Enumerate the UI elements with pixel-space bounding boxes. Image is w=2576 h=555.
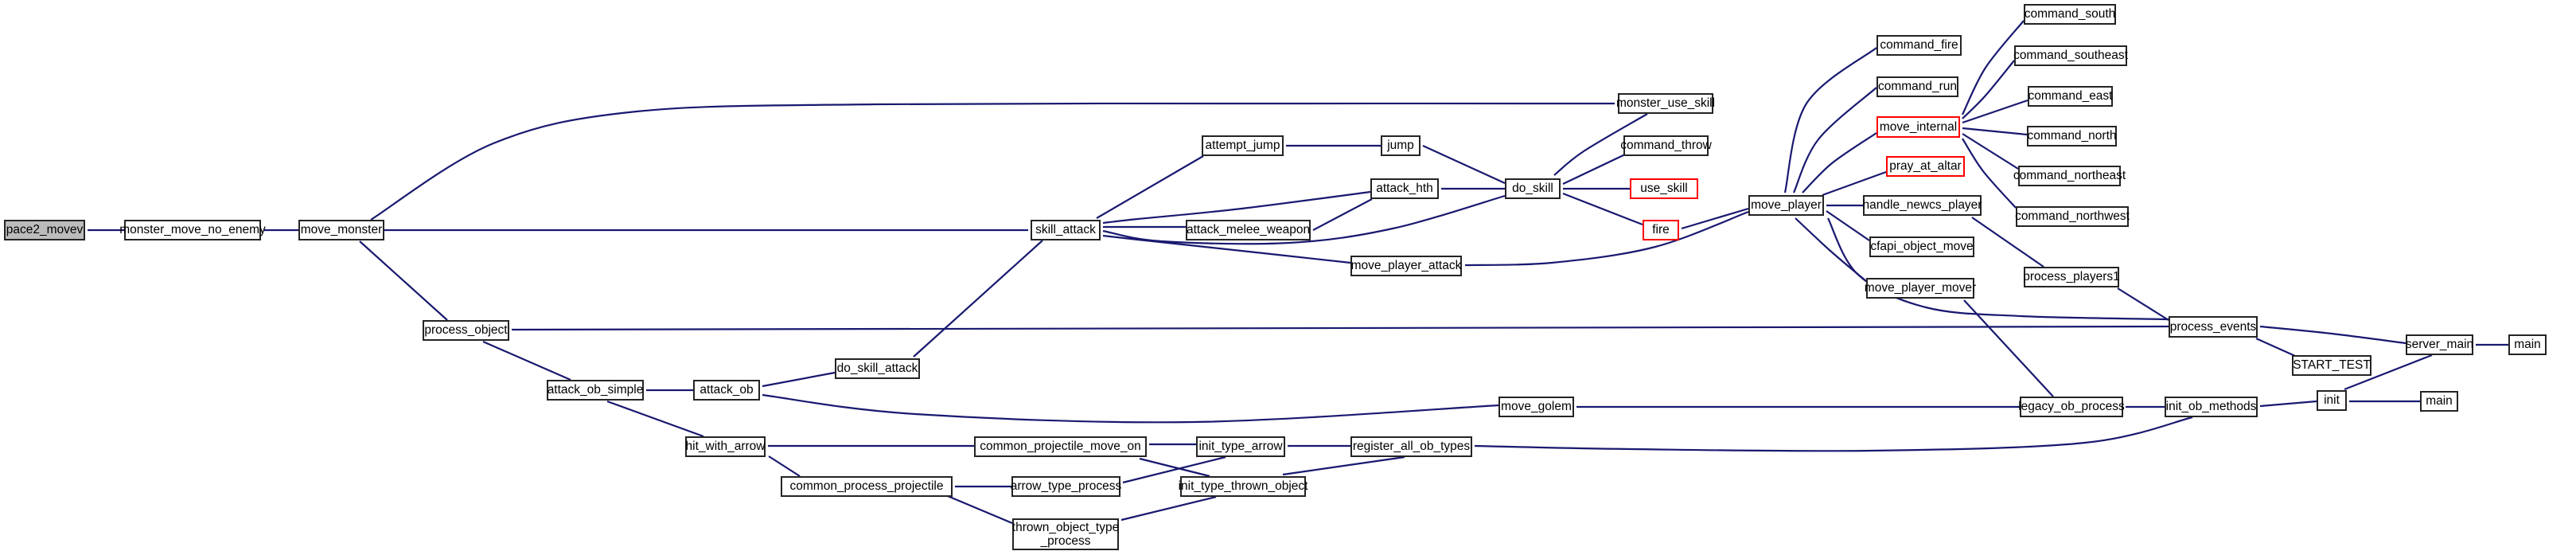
node-move_internal[interactable]: move_internal [1876,116,1960,138]
edge-move_internal-move_player [1802,132,1877,193]
node-START_TEST[interactable]: START_TEST [2292,355,2371,376]
edge-START_TEST-process_events [2255,337,2296,358]
edge-command_fire-move_player [1783,47,1877,193]
edge-init_type_arrow-arrow_type_process [1122,455,1226,484]
edge-process_events-process_object [511,325,2169,331]
node-init_type_thrown_object[interactable]: init_type_thrown_object [1179,476,1307,497]
edge-init_type_thrown_object-thrown_object_type_process [1120,495,1217,522]
edge-attempt_jump-skill_attack [1096,155,1204,219]
node-attack_hth[interactable]: attack_hth [1370,178,1439,199]
node-process_events[interactable]: process_events [2169,316,2258,338]
edge-process_events-move_player [1827,217,2169,321]
node-move_player_mover[interactable]: move_player_mover [1865,278,1976,299]
node-do_skill[interactable]: do_skill [1505,178,1561,199]
node-attack_melee_weapon[interactable]: attack_melee_weapon [1186,220,1311,240]
node-main2[interactable]: main [2420,391,2458,412]
node-monster_use_skill[interactable]: monster_use_skill [1616,93,1715,114]
node-hit_with_arrow[interactable]: hit_with_arrow [685,436,766,457]
node-handle_newcs_player[interactable]: handle_newcs_player [1863,195,1982,216]
node-move_monster[interactable]: move_monster [298,220,384,240]
node-fire[interactable]: fire [1643,220,1679,240]
edge-process_players1-handle_newcs_player [1971,217,2044,268]
node-command_east[interactable]: command_east [2028,86,2113,107]
edge-process_object-move_monster [359,240,448,321]
edge-move_golem-attack_ob [762,393,1499,424]
node-command_throw[interactable]: command_throw [1620,135,1712,156]
edge-legacy_ob_process-move_player_mover [1963,299,2054,397]
node-arrow_type_process[interactable]: arrow_type_process [1011,476,1121,497]
node-command_northwest[interactable]: command_northwest [2015,206,2130,227]
node-pace2_movev: pace2_movev [4,220,85,240]
node-attack_ob[interactable]: attack_ob [693,380,760,401]
edge-server_main-process_events [2259,325,2406,345]
edge-skill_attack-do_skill_attack [913,240,1043,358]
node-jump[interactable]: jump [1381,135,1421,156]
edge-hit_with_arrow-attack_ob_simple [606,400,704,438]
edge-init_ob_methods-register_all_ob_types [1474,416,2193,452]
node-command_south[interactable]: command_south [2024,4,2116,25]
edge-fire-do_skill [1562,192,1643,226]
edge-common_process_projectile-hit_with_arrow [768,455,801,477]
node-skill_attack[interactable]: skill_attack [1031,220,1101,240]
edge-do_skill_attack-attack_ob [762,371,836,388]
edge-command_northwest-move_internal [1962,138,2017,209]
edge-monster_use_skill-do_skill [1553,113,1648,176]
edge-pray_at_altar-move_player [1822,170,1887,197]
edge-command_throw-do_skill [1562,154,1626,185]
edge-do_skill-jump [1422,144,1506,185]
edge-register_all_ob_types-init_type_thrown_object [1282,455,1405,476]
edge-move_player_attack-skill_attack [1102,234,1351,264]
edge-command_east-move_internal [1962,99,2028,124]
node-pray_at_altar[interactable]: pray_at_altar [1886,156,1965,177]
edge-command_northeast-move_internal [1962,133,2019,170]
node-init_type_arrow[interactable]: init_type_arrow [1196,436,1285,457]
edge-process_events-process_players1 [2117,287,2169,321]
edge-command_southeast-move_internal [1962,60,2015,119]
node-process_object[interactable]: process_object [423,320,509,341]
edge-attack_hth-skill_attack [1102,190,1371,225]
node-server_main[interactable]: server_main [2406,334,2473,355]
edge-move_player-move_player_attack [1464,210,1749,267]
node-register_all_ob_types[interactable]: register_all_ob_types [1350,436,1472,457]
node-thrown_object_type_process[interactable]: thrown_object_type _process [1012,518,1119,550]
edge-init-init_ob_methods [2259,400,2317,408]
node-common_process_projectile[interactable]: common_process_projectile [781,476,953,497]
node-monster_move_no_enemy[interactable]: monster_move_no_enemy [119,220,266,240]
node-command_southeast[interactable]: command_southeast [2013,45,2128,66]
edge-attack_hth-attack_melee_weapon [1312,198,1373,231]
node-common_projectile_move_on[interactable]: common_projectile_move_on [974,436,1147,457]
edge-move_monster-monster_use_skill [370,102,1615,221]
node-command_fire[interactable]: command_fire [1876,35,1962,56]
edge-thrown_object_type_process-common_process_projectile [947,494,1013,525]
node-main[interactable]: main [2508,334,2547,355]
node-move_player_attack[interactable]: move_player_attack [1350,256,1462,276]
edge-cfapi_object_move-move_player [1826,210,1870,241]
node-attempt_jump[interactable]: attempt_jump [1202,135,1284,156]
node-command_northeast[interactable]: command_northeast [2013,166,2126,186]
edge-move_player-fire [1681,207,1749,230]
node-move_golem[interactable]: move_golem [1498,397,1574,417]
edge-command_south-move_internal [1962,20,2025,115]
node-init_ob_methods[interactable]: init_ob_methods [2165,397,2258,417]
edge-command_run-move_player [1792,87,1877,193]
node-cfapi_object_move[interactable]: cfapi_object_move [1869,236,1974,257]
node-move_player[interactable]: move_player [1748,195,1824,216]
node-command_run[interactable]: command_run [1876,76,1958,97]
edge-server_main-init [2344,354,2433,391]
node-use_skill[interactable]: use_skill [1630,178,1698,199]
edge-init_type_thrown_object-common_projectile_move_on [1139,457,1210,478]
node-do_skill_attack[interactable]: do_skill_attack [835,358,920,379]
node-legacy_ob_process[interactable]: legacy_ob_process [2018,397,2125,417]
node-command_north[interactable]: command_north [2027,126,2117,147]
node-attack_ob_simple[interactable]: attack_ob_simple [547,380,644,401]
edge-attack_ob_simple-process_object [482,340,571,381]
edge-command_north-move_internal [1962,127,2028,136]
node-init[interactable]: init [2317,390,2347,411]
node-process_players1[interactable]: process_players1 [2023,267,2120,287]
